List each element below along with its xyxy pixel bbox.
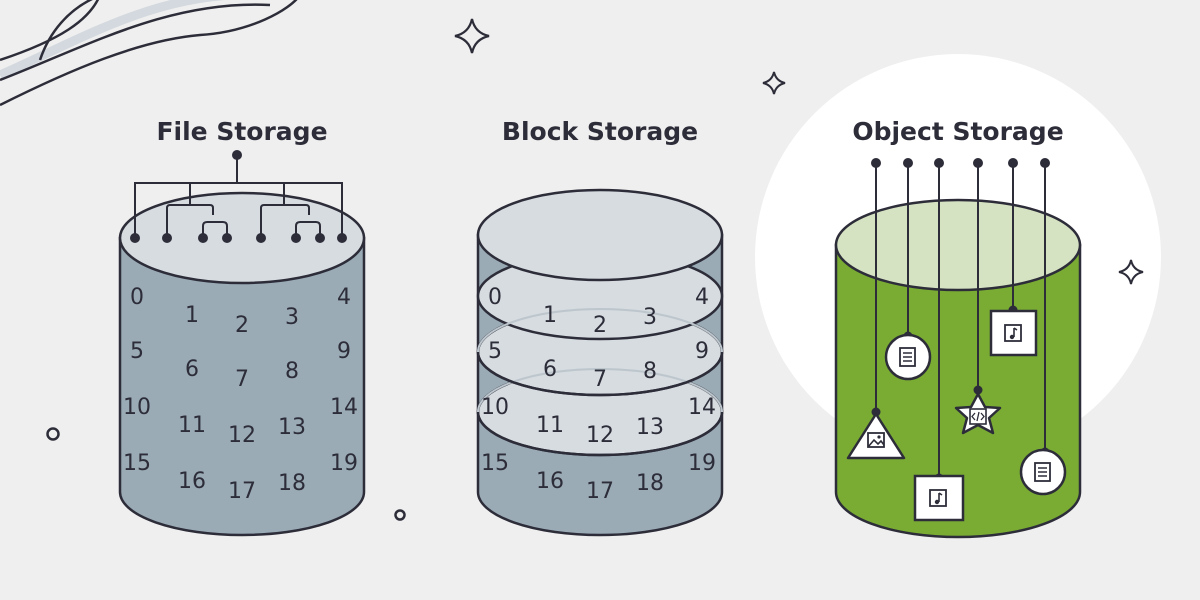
block-cylinder-top: [476, 188, 724, 282]
block-number: 12: [586, 423, 614, 448]
sparkle-icon: [762, 71, 786, 95]
file-block-number: 17: [228, 479, 256, 504]
picture-icon: [846, 407, 906, 460]
block-number: 6: [543, 357, 557, 382]
block-number: 7: [593, 367, 607, 392]
file-block-number: 3: [285, 305, 299, 330]
code-icon: [954, 385, 1002, 435]
decorative-circle: [394, 509, 406, 521]
file-block-number: 19: [330, 451, 358, 476]
file-block-number: 14: [330, 395, 358, 420]
music-icon: [989, 305, 1038, 357]
block-number: 11: [536, 413, 564, 438]
block-storage-title: Block Storage: [502, 117, 698, 146]
block-number: 10: [481, 395, 509, 420]
file-block-number: 13: [278, 415, 306, 440]
file-block-number: 2: [235, 313, 249, 338]
object-cylinder-top: [834, 198, 1082, 292]
block-number: 13: [636, 415, 664, 440]
file-block-number: 8: [285, 359, 299, 384]
block-number: 5: [488, 339, 502, 364]
sparkle-icon: [454, 18, 490, 54]
decorative-swirl: [0, 0, 298, 107]
file-block-number: 15: [123, 451, 151, 476]
object-strings: [875, 163, 1046, 478]
file-hierarchy-nodes: [130, 150, 347, 243]
file-block-number: 4: [337, 285, 351, 310]
object-storage-title: Object Storage: [852, 117, 1063, 146]
document-icon: [884, 331, 932, 381]
block-number: 2: [593, 313, 607, 338]
block-number: 8: [643, 359, 657, 384]
file-block-number: 11: [178, 413, 206, 438]
file-hierarchy-tree: [134, 155, 343, 237]
file-block-number: 7: [235, 367, 249, 392]
block-number: 0: [488, 285, 502, 310]
decorative-circle: [46, 427, 60, 441]
file-block-number: 18: [278, 471, 306, 496]
sparkle-icon: [1118, 259, 1144, 285]
block-number: 1: [543, 303, 557, 328]
file-block-number: 10: [123, 395, 151, 420]
file-block-number: 12: [228, 423, 256, 448]
block-number: 17: [586, 479, 614, 504]
document-icon: [1019, 447, 1067, 496]
block-number: 14: [688, 395, 716, 420]
file-block-number: 6: [185, 357, 199, 382]
music-icon: [913, 473, 965, 522]
block-number: 18: [636, 471, 664, 496]
file-block-number: 1: [185, 303, 199, 328]
block-number: 3: [643, 305, 657, 330]
object-string-anchors: [871, 158, 1050, 168]
block-number: 16: [536, 469, 564, 494]
file-block-number: 16: [178, 469, 206, 494]
block-number: 4: [695, 285, 709, 310]
file-storage-title: File Storage: [156, 117, 327, 146]
block-number: 15: [481, 451, 509, 476]
file-block-number: 5: [130, 339, 144, 364]
file-cylinder-top: [118, 191, 366, 285]
file-block-number: 0: [130, 285, 144, 310]
block-number: 19: [688, 451, 716, 476]
file-block-number: 9: [337, 339, 351, 364]
object-storage: Object Storage: [834, 117, 1082, 539]
block-number: 9: [695, 339, 709, 364]
file-cylinder-body: [118, 236, 366, 537]
